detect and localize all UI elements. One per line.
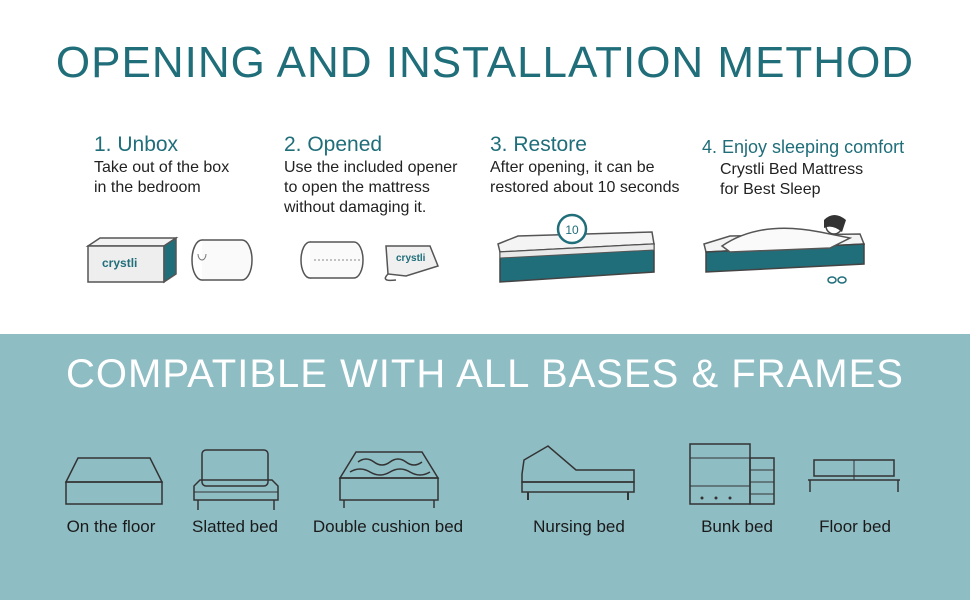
- restoring-mattress-icon: 10: [497, 213, 655, 283]
- step-title: 2. Opened: [284, 133, 383, 156]
- base-label-double-cushion-bed: Double cushion bed: [312, 517, 464, 536]
- mattress-roll-icon: crystli: [300, 241, 439, 282]
- sleeping-person-icon: [703, 215, 866, 284]
- bunk-bed-icon: [689, 443, 775, 505]
- step-text: After opening, it can be: [490, 159, 655, 176]
- double-cushion-bed-icon: [338, 451, 440, 508]
- base-label-slatted-bed: Slatted bed: [191, 517, 278, 536]
- floor-bed-icon: [808, 459, 900, 492]
- step-restore: 3. Restore After opening, it can be rest…: [490, 132, 679, 198]
- step-opened: 2. Opened Use the included opener to ope…: [284, 132, 457, 218]
- step-title: 3. Restore: [490, 133, 587, 156]
- mattress-box-icon: crystli: [85, 236, 253, 284]
- slatted-bed-icon: [193, 449, 279, 510]
- timer-value: 10: [565, 223, 579, 237]
- brand-logo: crystli: [102, 256, 137, 270]
- step-text: to open the mattress: [284, 179, 430, 196]
- step-text: in the bedroom: [94, 179, 201, 196]
- base-label-on-the-floor: On the floor: [66, 517, 156, 536]
- step-text: Use the included opener: [284, 159, 458, 176]
- step-text: Crystli Bed Mattress: [720, 161, 864, 178]
- nursing-bed-icon: [521, 445, 635, 500]
- step-text: Take out of the box: [94, 159, 230, 176]
- step-title: 1. Unbox: [94, 133, 179, 156]
- floor-mattress-icon: [64, 457, 164, 505]
- step-unbox: 1. Unbox Take out of the box in the bedr…: [94, 132, 229, 198]
- timer-icon: [556, 213, 588, 245]
- step-title: 4. Enjoy sleeping comfort: [702, 137, 905, 157]
- step-text: for Best Sleep: [720, 181, 821, 198]
- step-enjoy: 4. Enjoy sleeping comfort Crystli Bed Ma…: [702, 134, 904, 200]
- step-text: without damaging it.: [284, 199, 427, 216]
- compatibility-title: COMPATIBLE WITH ALL BASES & FRAMES: [66, 352, 904, 396]
- base-label-floor-bed: Floor bed: [819, 517, 891, 536]
- base-label-nursing-bed: Nursing bed: [533, 517, 625, 536]
- installation-title: OPENING AND INSTALLATION METHOD: [55, 38, 915, 87]
- step-text: restored about 10 seconds: [490, 179, 680, 196]
- brand-logo: crystli: [396, 253, 426, 264]
- compatibility-section: [0, 334, 970, 600]
- base-label-bunk-bed: Bunk bed: [701, 517, 773, 536]
